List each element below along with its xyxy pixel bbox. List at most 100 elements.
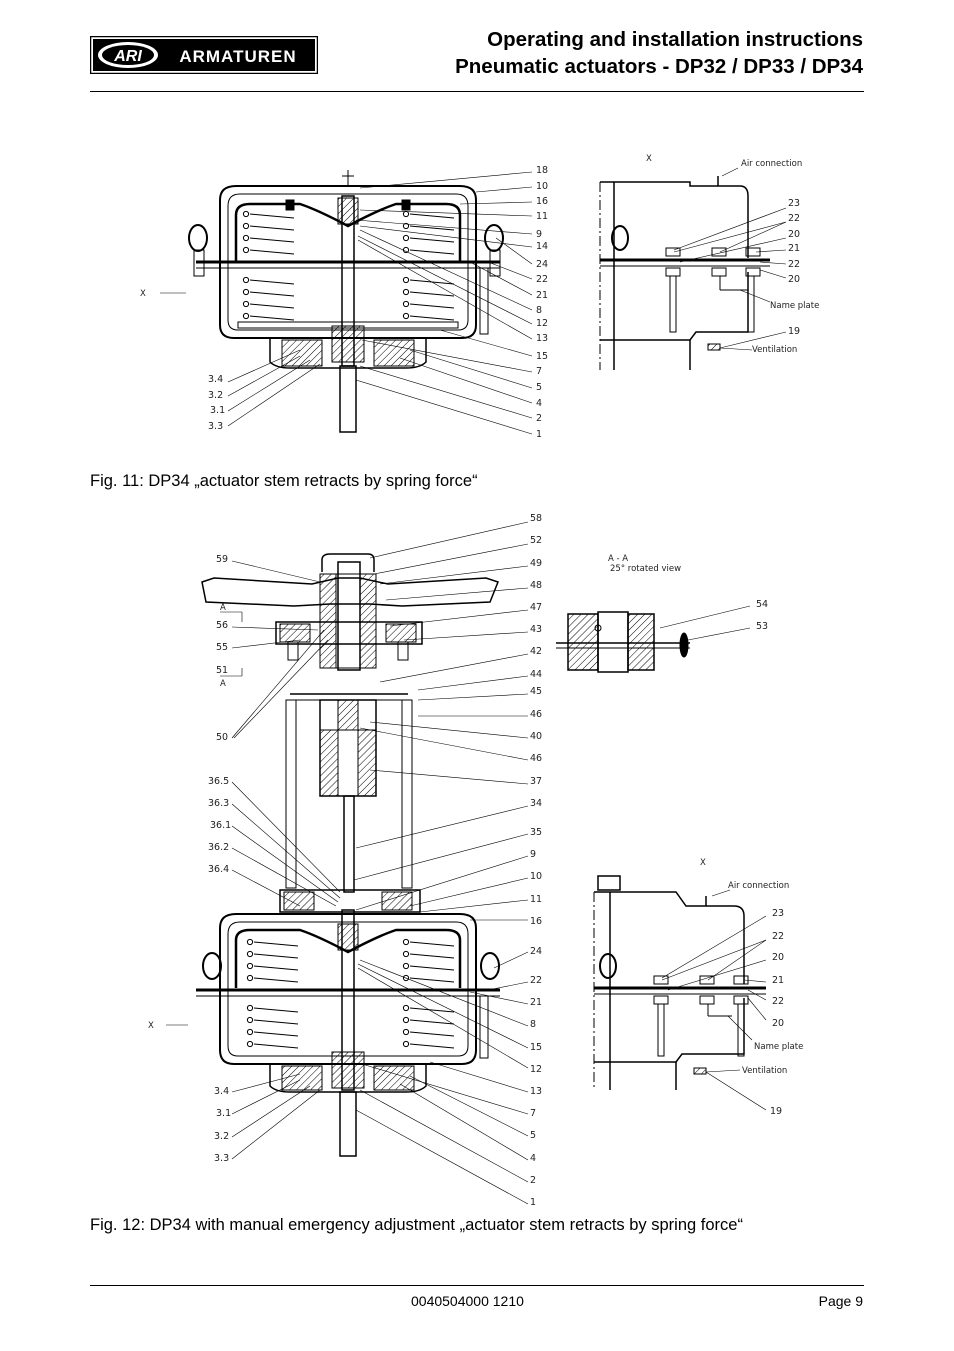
- fig12-detail-leaders: [661, 889, 767, 1111]
- fig12-label-36-2: 36.2: [208, 842, 229, 853]
- fig12-label-35: 35: [530, 827, 542, 838]
- fig12-label-3-4: 3.4: [214, 1086, 229, 1097]
- fig12-label-16: 16: [530, 916, 542, 927]
- fig12-label-2: 2: [530, 1175, 536, 1186]
- fig11-label-3-2: 3.2: [208, 390, 223, 401]
- fig12-label-5: 5: [530, 1130, 536, 1141]
- fig11-detail-label-19: 19: [788, 326, 800, 337]
- fig12-label-47: 47: [530, 602, 542, 613]
- fig11-label-18: 18: [536, 165, 548, 176]
- section-aa-subtitle: 25° rotated view: [610, 564, 681, 574]
- fig12-label-1: 1: [530, 1197, 536, 1208]
- section-label-54: 54: [756, 599, 768, 610]
- fig12-detail-x-drawing: [593, 875, 766, 1090]
- fig12-label-36-3: 36.3: [208, 798, 229, 809]
- fig12-label-21: 21: [530, 997, 542, 1008]
- fig11-label-3-1: 3.1: [210, 405, 225, 416]
- fig11-label-3-4: 3.4: [208, 374, 223, 385]
- fig11-label-14: 14: [536, 241, 548, 252]
- fig12-detail-label-22b: 22: [772, 996, 784, 1007]
- fig11-label-4: 4: [536, 398, 542, 409]
- fig12-part-labels-right: 58 52 49 48 47 43 4 2 44 45 46 40 46 37 3…: [530, 513, 542, 1208]
- fig11-detail-label-20b: 20: [788, 274, 800, 285]
- fig12-air-connection: Air connection: [728, 881, 789, 891]
- fig11-label-1: 1: [536, 429, 542, 440]
- fig12-leader-lines: [166, 521, 529, 1205]
- fig11-detail-x-drawing: [599, 176, 770, 370]
- fig11-detail-label-20: 20: [788, 229, 800, 240]
- fig12-label-55: 55: [216, 642, 228, 653]
- fig12-label-a-bottom: A: [220, 679, 226, 689]
- fig11-label-22: 22: [536, 274, 548, 285]
- fig11-detail-leaders: [673, 167, 787, 351]
- fig11-label-8: 8: [536, 305, 542, 316]
- fig12-label-34: 34: [530, 798, 542, 809]
- fig11-detail-x: X: [646, 154, 652, 164]
- fig12-label-44: 44: [530, 669, 542, 680]
- fig12-label-56: 56: [216, 620, 228, 631]
- header-rule: [90, 91, 864, 92]
- fig12-label-46: 46: [530, 709, 542, 720]
- fig12-label-52: 52: [530, 535, 542, 546]
- fig12-label-9: 9: [530, 849, 536, 860]
- fig12-detail-label-20b: 20: [772, 1018, 784, 1029]
- fig12-label-36-1: 36.1: [210, 820, 231, 831]
- fig12-label-43: 43: [530, 624, 542, 635]
- fig12-label-a-top: A: [220, 603, 226, 613]
- fig11-detail-label-22: 22: [788, 213, 800, 224]
- fig12-label-58: 58: [530, 513, 542, 524]
- fig12-label-46b: 46: [530, 753, 542, 764]
- fig12-label-22: 22: [530, 975, 542, 986]
- document-title: Operating and installation instructions …: [455, 26, 863, 80]
- fig11-label-13: 13: [536, 333, 548, 344]
- fig12-label-4: 4: [530, 1153, 536, 1164]
- fig11-actuator-drawing: [188, 170, 504, 433]
- fig12-springs: [246, 938, 455, 1049]
- fig12-label-10: 10: [530, 871, 542, 882]
- fig12-label-48: 48: [530, 580, 542, 591]
- fig11-label-15: 15: [536, 351, 548, 362]
- title-line-1: Operating and installation instructions: [487, 28, 863, 51]
- section-label-53: 53: [756, 621, 768, 632]
- fig12-label-40: 40: [530, 731, 542, 742]
- fig11-springs: [242, 210, 455, 321]
- fig12-label-50: 50: [216, 732, 228, 743]
- fig12-actuator-drawing: [196, 553, 500, 1157]
- fig12-detail-label-22: 22: [772, 931, 784, 942]
- fig12-label-49: 49: [530, 558, 542, 569]
- fig12-section-aa-drawing: [556, 605, 751, 673]
- fig12-detail-labels: X Air connection 23 22 20 21 22 20 Name …: [700, 858, 803, 1117]
- fig12-label-3-1: 3.1: [216, 1108, 231, 1119]
- fig12-detail-label-20: 20: [772, 952, 784, 963]
- fig11-label-21: 21: [536, 290, 548, 301]
- fig12-label-37: 37: [530, 776, 542, 787]
- fig12-part-labels-left: 59 A 56 55 51 A 50 36.5 36.3 36.1 36.2 3…: [148, 554, 231, 1164]
- fig12-label-24: 24: [530, 946, 542, 957]
- title-line-2: Pneumatic actuators - DP32 / DP33 / DP34: [455, 55, 863, 78]
- fig12-label-3-2: 3.2: [214, 1131, 229, 1142]
- fig12-label-7: 7: [530, 1108, 536, 1119]
- fig11-part-labels-left: 3.4 3.2 3.1 3.3 X: [140, 289, 225, 432]
- fig11-label-5: 5: [536, 382, 542, 393]
- figure-11-caption: Fig. 11: DP34 „actuator stem retracts by…: [90, 472, 478, 490]
- fig12-label-15: 15: [530, 1042, 542, 1053]
- fig12-label-45: 45: [530, 686, 542, 697]
- fig11-detail-label-23: 23: [788, 198, 800, 209]
- fig12-label-36-5: 36.5: [208, 776, 229, 787]
- fig12-label-13: 13: [530, 1086, 542, 1097]
- fig11-ventilation: Ventilation: [752, 345, 797, 355]
- fig11-name-plate: Name plate: [770, 301, 819, 311]
- section-aa-title: A - A: [608, 554, 628, 564]
- fig11-label-16: 16: [536, 196, 548, 207]
- fig11-label-24: 24: [536, 259, 548, 270]
- page-number: Page 9: [818, 1293, 863, 1309]
- fig12-label-12: 12: [530, 1064, 542, 1075]
- fig12-label-51: 51: [216, 665, 228, 676]
- fig11-label-10: 10: [536, 181, 548, 192]
- svg-text:ARMATUREN: ARMATUREN: [179, 47, 296, 66]
- fig12-label-11: 11: [530, 894, 542, 905]
- ari-armaturen-logo: ARI ARMATUREN: [90, 36, 318, 74]
- fig11-detail-label-21: 21: [788, 243, 800, 254]
- fig11-label-12: 12: [536, 318, 548, 329]
